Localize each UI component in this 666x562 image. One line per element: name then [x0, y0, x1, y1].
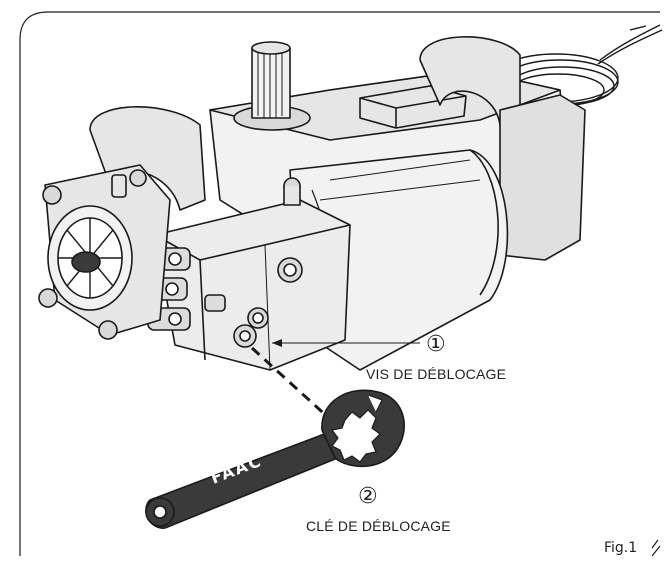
- figure-label: Fig.1: [604, 540, 638, 556]
- callout-1-label: VIS DE DÉBLOCAGE: [366, 366, 507, 382]
- frame-corner-mark: [651, 539, 661, 557]
- callout-2-number: ②: [358, 484, 378, 509]
- frame-border: [19, 11, 660, 556]
- left-flange: [38, 164, 171, 340]
- right-end-plate: [499, 94, 586, 261]
- callout-1-arrowhead: [272, 339, 282, 347]
- gear-motor-illustration: [38, 24, 663, 371]
- engagement-dashed-line: [250, 346, 344, 432]
- callout-2-label: CLÉ DE DÉBLOCAGE: [306, 518, 451, 534]
- release-wrench: [145, 389, 405, 529]
- pump-block: [154, 177, 351, 371]
- release-screw: [233, 324, 257, 348]
- output-shaft: [233, 41, 311, 131]
- callout-1-number: ①: [426, 332, 446, 357]
